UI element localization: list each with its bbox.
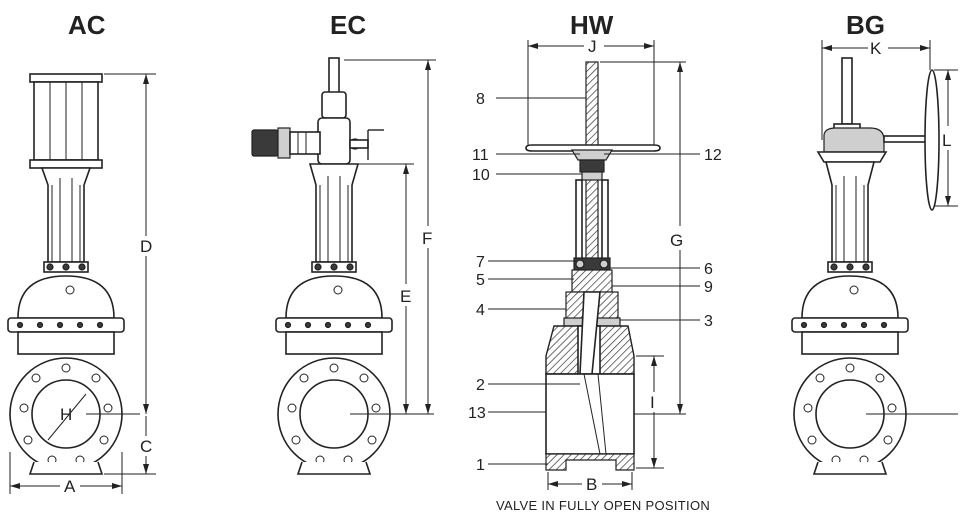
ec-flange-body xyxy=(277,357,391,475)
ec-electric-actuator xyxy=(251,57,384,165)
callout-5: 5 xyxy=(476,272,485,289)
hw-stuffing-box xyxy=(563,257,621,327)
callout-13: 13 xyxy=(468,405,486,422)
dimension-k-label: K xyxy=(870,39,882,58)
hw-dimension-i: I xyxy=(636,355,664,469)
dimension-f-label: F xyxy=(422,229,432,248)
dimension-e-label: E xyxy=(400,287,411,306)
ac-dimension-c: C xyxy=(104,416,156,475)
hw-body-section xyxy=(545,291,635,471)
ec-dimension-e: E xyxy=(350,163,414,414)
dimension-l-label: L xyxy=(942,131,951,150)
callout-4: 4 xyxy=(476,302,485,319)
ac-title: AC xyxy=(68,10,106,40)
callout-3: 3 xyxy=(704,313,713,330)
dimension-a-label: A xyxy=(64,477,76,496)
ec-yoke xyxy=(308,163,360,273)
hw-dimension-b: B xyxy=(547,472,633,494)
callout-10: 10 xyxy=(472,167,490,184)
dimension-d-label: D xyxy=(140,237,152,256)
dimension-i-label: I xyxy=(650,393,655,412)
ac-yoke xyxy=(40,167,92,273)
ac-actuator-cylinder xyxy=(29,73,103,169)
bg-title: BG xyxy=(846,10,885,40)
callout-11: 11 xyxy=(472,147,489,164)
ac-valve: AC xyxy=(7,10,156,496)
bg-dimension-k: K xyxy=(821,39,931,140)
ec-title: EC xyxy=(330,10,366,40)
bg-bonnet xyxy=(791,275,909,355)
callout-7: 7 xyxy=(476,254,485,271)
callout-2: 2 xyxy=(476,377,485,394)
hw-title: HW xyxy=(570,10,614,40)
callout-1: 1 xyxy=(476,457,485,474)
dimension-c-label: C xyxy=(140,437,152,456)
callout-12: 12 xyxy=(704,147,722,164)
hw-dimension-g: G xyxy=(600,61,686,415)
callout-8: 8 xyxy=(476,91,485,108)
bg-valve: BG K L xyxy=(791,10,958,475)
dimension-g-label: G xyxy=(670,231,683,250)
hw-valve: HW J xyxy=(468,10,722,513)
dimension-b-label: B xyxy=(586,475,597,494)
figure-caption: VALVE IN FULLY OPEN POSITION xyxy=(496,498,710,513)
bg-gearbox xyxy=(816,57,940,211)
hw-dimension-j: J xyxy=(527,37,655,150)
ac-bonnet xyxy=(7,275,125,355)
dimension-h-label: H xyxy=(60,405,72,424)
ac-dimension-a: A xyxy=(9,452,123,496)
hw-callout-leaders xyxy=(488,97,700,465)
callout-9: 9 xyxy=(704,279,713,296)
ac-dimension-d: D xyxy=(104,73,156,414)
ec-valve: EC xyxy=(251,10,436,475)
hw-handwheel xyxy=(525,144,661,181)
bg-flange-body xyxy=(793,357,907,475)
bg-yoke xyxy=(824,161,876,273)
dimension-j-label: J xyxy=(588,37,597,56)
ac-dimension-h: H xyxy=(47,393,140,441)
callout-6: 6 xyxy=(704,261,713,278)
bg-dimension-l: L xyxy=(934,69,958,207)
ec-dimension-f: F xyxy=(344,59,436,414)
ec-bonnet xyxy=(275,275,393,355)
